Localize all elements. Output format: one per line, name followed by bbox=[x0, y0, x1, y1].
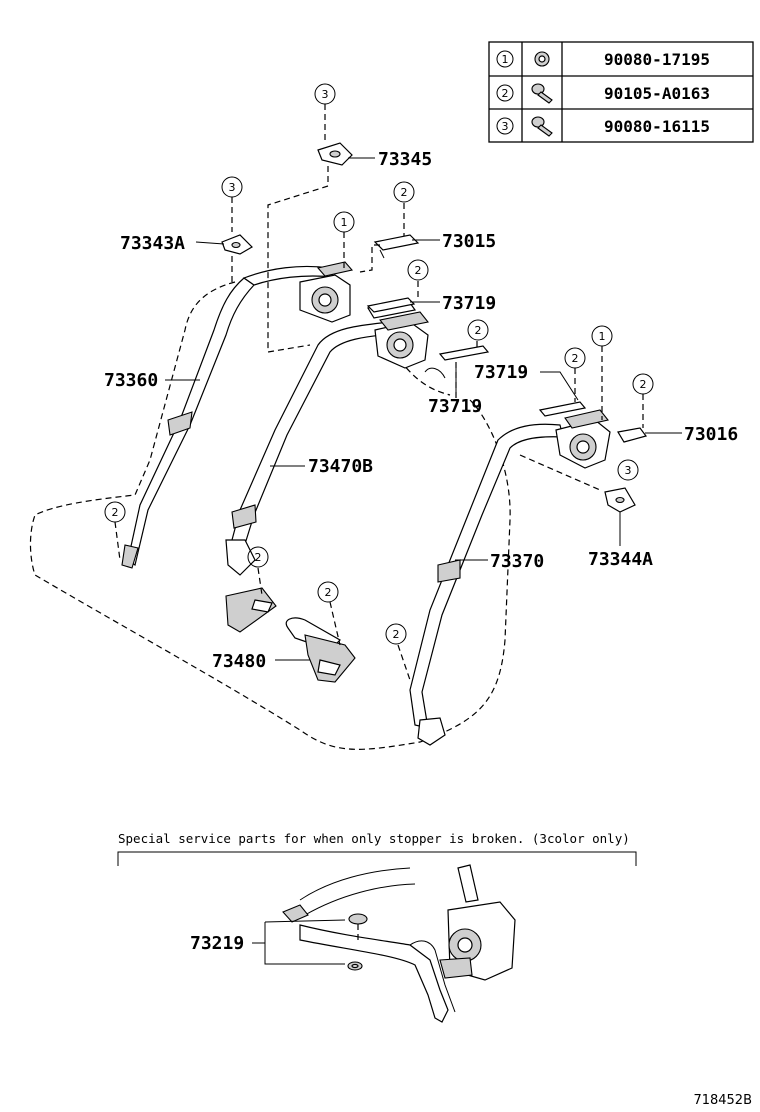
cover-73345 bbox=[317, 142, 353, 166]
svg-text:2: 2 bbox=[475, 324, 482, 337]
table-row: 1 90080-17195 bbox=[496, 50, 710, 69]
part-label-73470B: 73470B bbox=[308, 456, 373, 477]
center-belt-73470B bbox=[225, 321, 396, 633]
svg-text:2: 2 bbox=[112, 506, 119, 519]
part-label-73015: 73015 bbox=[442, 231, 496, 252]
part-label-73370: 73370 bbox=[490, 551, 544, 572]
callout-2: 2 bbox=[467, 319, 489, 341]
callouts: 3 3 1 2 2 2 1 2 2 3 2 2 2 2 bbox=[104, 83, 654, 645]
callout-2: 2 bbox=[104, 501, 126, 523]
plate-73719-c bbox=[538, 401, 587, 417]
right-belt-73370 bbox=[409, 423, 564, 746]
part-label-73719: 73719 bbox=[474, 362, 528, 383]
callout-1: 1 bbox=[333, 211, 355, 233]
plate-73719-a bbox=[366, 297, 416, 313]
svg-text:2: 2 bbox=[572, 352, 579, 365]
callout-2: 2 bbox=[564, 347, 586, 369]
bolt-icon bbox=[531, 83, 553, 104]
nut-icon bbox=[534, 51, 550, 67]
bracket-73015 bbox=[373, 234, 420, 259]
special-service-note: Special service parts for when only stop… bbox=[118, 831, 630, 846]
special-service-section: Special service parts for when only stop… bbox=[117, 831, 637, 1023]
retractor-right bbox=[555, 409, 611, 469]
callout-2: 2 bbox=[407, 259, 429, 281]
bolt-icon bbox=[531, 116, 553, 137]
part-labels: 73345 73343A 73015 73719 73719 73719 733… bbox=[104, 149, 738, 672]
fastener-table: 1 90080-17195 2 90105-A0163 3 bbox=[488, 41, 754, 143]
left-belt-73360 bbox=[121, 265, 334, 569]
plate-73719-b bbox=[438, 345, 490, 361]
callout-3: 3 bbox=[617, 459, 639, 481]
svg-text:2: 2 bbox=[393, 628, 400, 641]
callout-2: 2 bbox=[393, 181, 415, 203]
svg-text:2: 2 bbox=[640, 378, 647, 391]
table-part-number: 90080-16115 bbox=[604, 117, 710, 136]
callout-2: 2 bbox=[385, 623, 407, 645]
svg-text:1: 1 bbox=[599, 330, 606, 343]
table-ref: 1 bbox=[502, 53, 509, 66]
bracket-73016 bbox=[617, 427, 648, 443]
cover-73343A bbox=[221, 234, 253, 255]
part-label-73719: 73719 bbox=[428, 396, 482, 417]
part-label-73360: 73360 bbox=[104, 370, 158, 391]
svg-text:3: 3 bbox=[229, 181, 236, 194]
callout-1: 1 bbox=[591, 325, 613, 347]
part-label-73345: 73345 bbox=[378, 149, 432, 170]
table-ref: 2 bbox=[502, 87, 509, 100]
callout-2: 2 bbox=[247, 546, 269, 568]
callout-2: 2 bbox=[632, 373, 654, 395]
svg-text:3: 3 bbox=[625, 464, 632, 477]
table-row: 2 90105-A0163 bbox=[496, 83, 710, 104]
table-part-number: 90105-A0163 bbox=[604, 84, 710, 103]
table-ref: 3 bbox=[502, 120, 509, 133]
callout-3: 3 bbox=[314, 83, 336, 105]
buckle-73480 bbox=[285, 617, 356, 683]
part-label-73719: 73719 bbox=[442, 293, 496, 314]
svg-text:2: 2 bbox=[401, 186, 408, 199]
svg-text:2: 2 bbox=[415, 264, 422, 277]
part-label-73344A: 73344A bbox=[588, 549, 653, 570]
svg-text:3: 3 bbox=[322, 88, 329, 101]
part-label-73016: 73016 bbox=[684, 424, 738, 445]
svg-text:1: 1 bbox=[341, 216, 348, 229]
figure-id: 718452B bbox=[693, 1093, 752, 1108]
part-label-73219: 73219 bbox=[190, 933, 244, 954]
cover-73344A bbox=[604, 487, 636, 513]
callout-3: 3 bbox=[221, 176, 243, 198]
svg-text:2: 2 bbox=[325, 586, 332, 599]
connector-lines bbox=[114, 104, 644, 681]
table-part-number: 90080-17195 bbox=[604, 50, 710, 69]
callout-2: 2 bbox=[317, 581, 339, 603]
svg-text:2: 2 bbox=[255, 551, 262, 564]
part-label-73480: 73480 bbox=[212, 651, 266, 672]
part-label-73343A: 73343A bbox=[120, 233, 185, 254]
leader-lines bbox=[165, 157, 682, 661]
table-row: 3 90080-16115 bbox=[496, 116, 710, 137]
